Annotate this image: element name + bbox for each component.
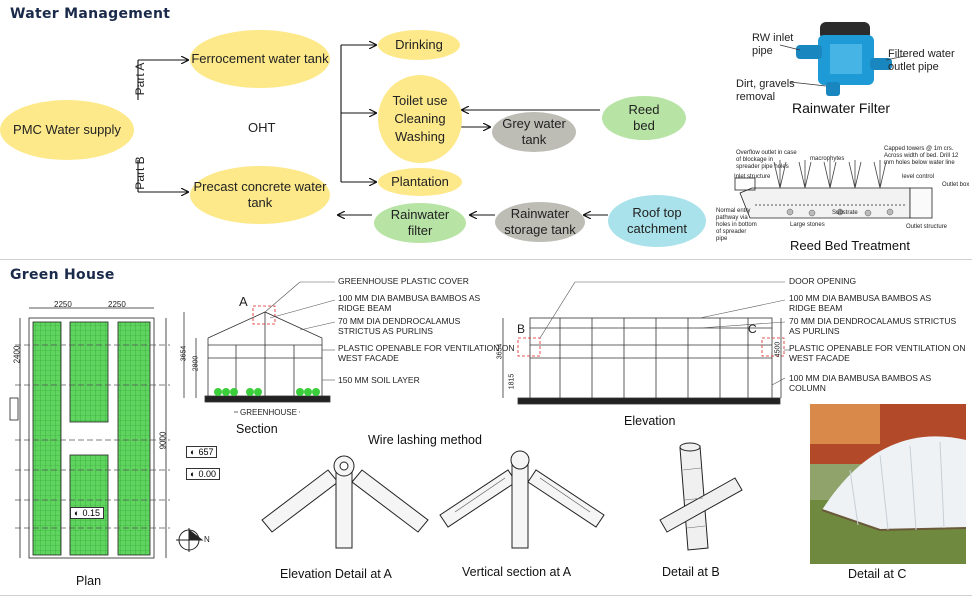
plan-dim-w1: 2250 [54,300,72,309]
cleaning-label: Cleaning [394,111,446,126]
roof-top-catchment-node: Roof top catchment [608,195,706,247]
north-label: N [204,535,210,544]
reed-note-large-stones: Large stones [790,222,825,228]
section-note-1: GREENHOUSE PLASTIC COVER [338,276,469,286]
oht-label: OHT [248,120,276,135]
label-b: B [517,322,526,336]
greenhouse-plan [9,307,170,559]
reed-note-level: level control [902,174,935,180]
level-marker-icon: ◐ [190,469,196,479]
level-657-value: 657 [198,447,214,457]
plan-dim-w2: 2250 [108,300,126,309]
detail-a-vertical-caption: Vertical section at A [462,565,572,579]
precast-tank-node: Precast concrete water tank [190,166,330,224]
detail-b-drawing [659,442,743,551]
reed-bed-caption: Reed Bed Treatment [790,238,910,253]
part-b-label: Part B [133,156,147,190]
dirt-removal-label: Dirt, gravels removal [736,78,795,103]
reed-note-overflow: Overflow outlet in case of blockage in s… [736,150,797,170]
detail-a-elevation-caption: Elevation Detail at A [280,567,392,581]
toilet-use-label: Toilet use [392,93,448,108]
label-c: C [748,322,757,336]
flow-arrows [137,45,608,215]
elevation-dim-total: 3654 [496,343,504,360]
reed-note-normal-entry: Normal entry pathway via holes in bottom… [716,208,757,242]
elevation-dim-low: 1815 [508,373,516,390]
detail-c-photo [810,404,967,564]
reed-bed-node: Reed bed [602,96,686,140]
section-divider [0,259,972,260]
grey-water-tank-node: Grey water tank [492,112,576,152]
elevation-note-1: DOOR OPENING [789,276,857,286]
north-arrow-drawing [176,528,204,552]
elevation-note-2: 100 MM DIA BAMBUSA BAMBOS AS RIDGE BEAM [789,293,932,313]
section-note-3: 70 MM DIA DENDROCALAMUS STRICTUS AS PURL… [338,316,461,336]
reed-note-outlet-structure: Outlet structure [906,224,948,230]
greenhouse-section [183,305,331,413]
plan-caption: Plan [76,574,102,588]
section-dim-total: 3654 [180,345,188,362]
greenhouse-elevation [502,317,785,405]
rainwater-filter-node: Rainwater filter [374,203,466,243]
rainwater-filter-caption: Rainwater Filter [792,100,891,116]
level-tag-657: ◐ 657 [186,446,218,458]
level-tag-015: ◐ 0.15 [70,507,104,519]
washing-label: Washing [394,129,446,144]
section-caption: Section [236,422,278,436]
plan-dim-h1: 2400 [12,345,22,364]
level-tag-000: ◐ 0.00 [186,468,220,480]
drinking-node: Drinking [378,30,460,60]
ferrocement-tank-node: Ferrocement water tank [190,30,330,88]
uses-node: Toilet use Cleaning Washing [378,75,462,163]
greenhouse-label: GREENHOUSE [238,408,299,417]
detail-a-elevation-drawing [261,455,429,549]
level-marker-icon: ◐ [74,508,80,518]
level-000-value: 0.00 [198,469,216,479]
filtered-outlet-label: Filtered water outlet pipe [888,48,955,73]
water-management-title: Water Management [10,6,171,22]
reed-note-outlet-box: Outlet box [942,182,970,188]
reed-note-inlet: Inlet structure [734,174,771,180]
section-dim-wall: 2800 [192,355,200,372]
elevation-dim-right: 4500 [774,341,782,358]
detail-a-vertical-drawing [439,450,605,549]
green-house-title: Green House [10,267,115,283]
section-note-4: PLASTIC OPENABLE FOR VENTILATION ON WEST… [338,343,515,363]
reed-note-substrate: Substrate [832,210,858,216]
reed-bed-drawing [734,160,933,219]
reed-note-macrophytes: macrophytes [810,156,845,162]
part-a-label: Part A [133,62,147,96]
plan-dim-h2: 9000 [158,431,168,450]
elevation-note-3: 70 MM DIA DENDROCALAMUS STRICTUS AS PURL… [789,316,957,336]
detail-b-caption: Detail at B [662,565,720,579]
bottom-divider [0,595,972,596]
elevation-note-5: 100 MM DIA BAMBUSA BAMBOS AS COLUMN [789,373,932,393]
section-note-5: 150 MM SOIL LAYER [338,375,420,385]
pmc-water-supply-node: PMC Water supply [0,100,134,160]
reed-note-capped: Capped towers @ 1m crs. Across width of … [884,146,959,166]
rw-inlet-label: RW inlet pipe [752,32,794,57]
section-note-2: 100 MM DIA BAMBUSA BAMBOS AS RIDGE BEAM [338,293,481,313]
level-marker-icon: ◐ [190,447,196,457]
detail-c-caption: Detail at C [848,567,907,581]
elevation-caption: Elevation [624,414,676,428]
wire-lashing-title: Wire lashing method [368,433,482,447]
elevation-note-4: PLASTIC OPENABLE FOR VENTILATION ON WEST… [789,343,966,363]
plantation-node: Plantation [378,168,462,196]
note-leaders [264,281,790,386]
rainwater-storage-node: Rainwater storage tank [495,202,585,242]
label-a: A [239,294,248,309]
rainwater-filter-drawing [779,22,906,96]
level-015-value: 0.15 [82,508,100,518]
